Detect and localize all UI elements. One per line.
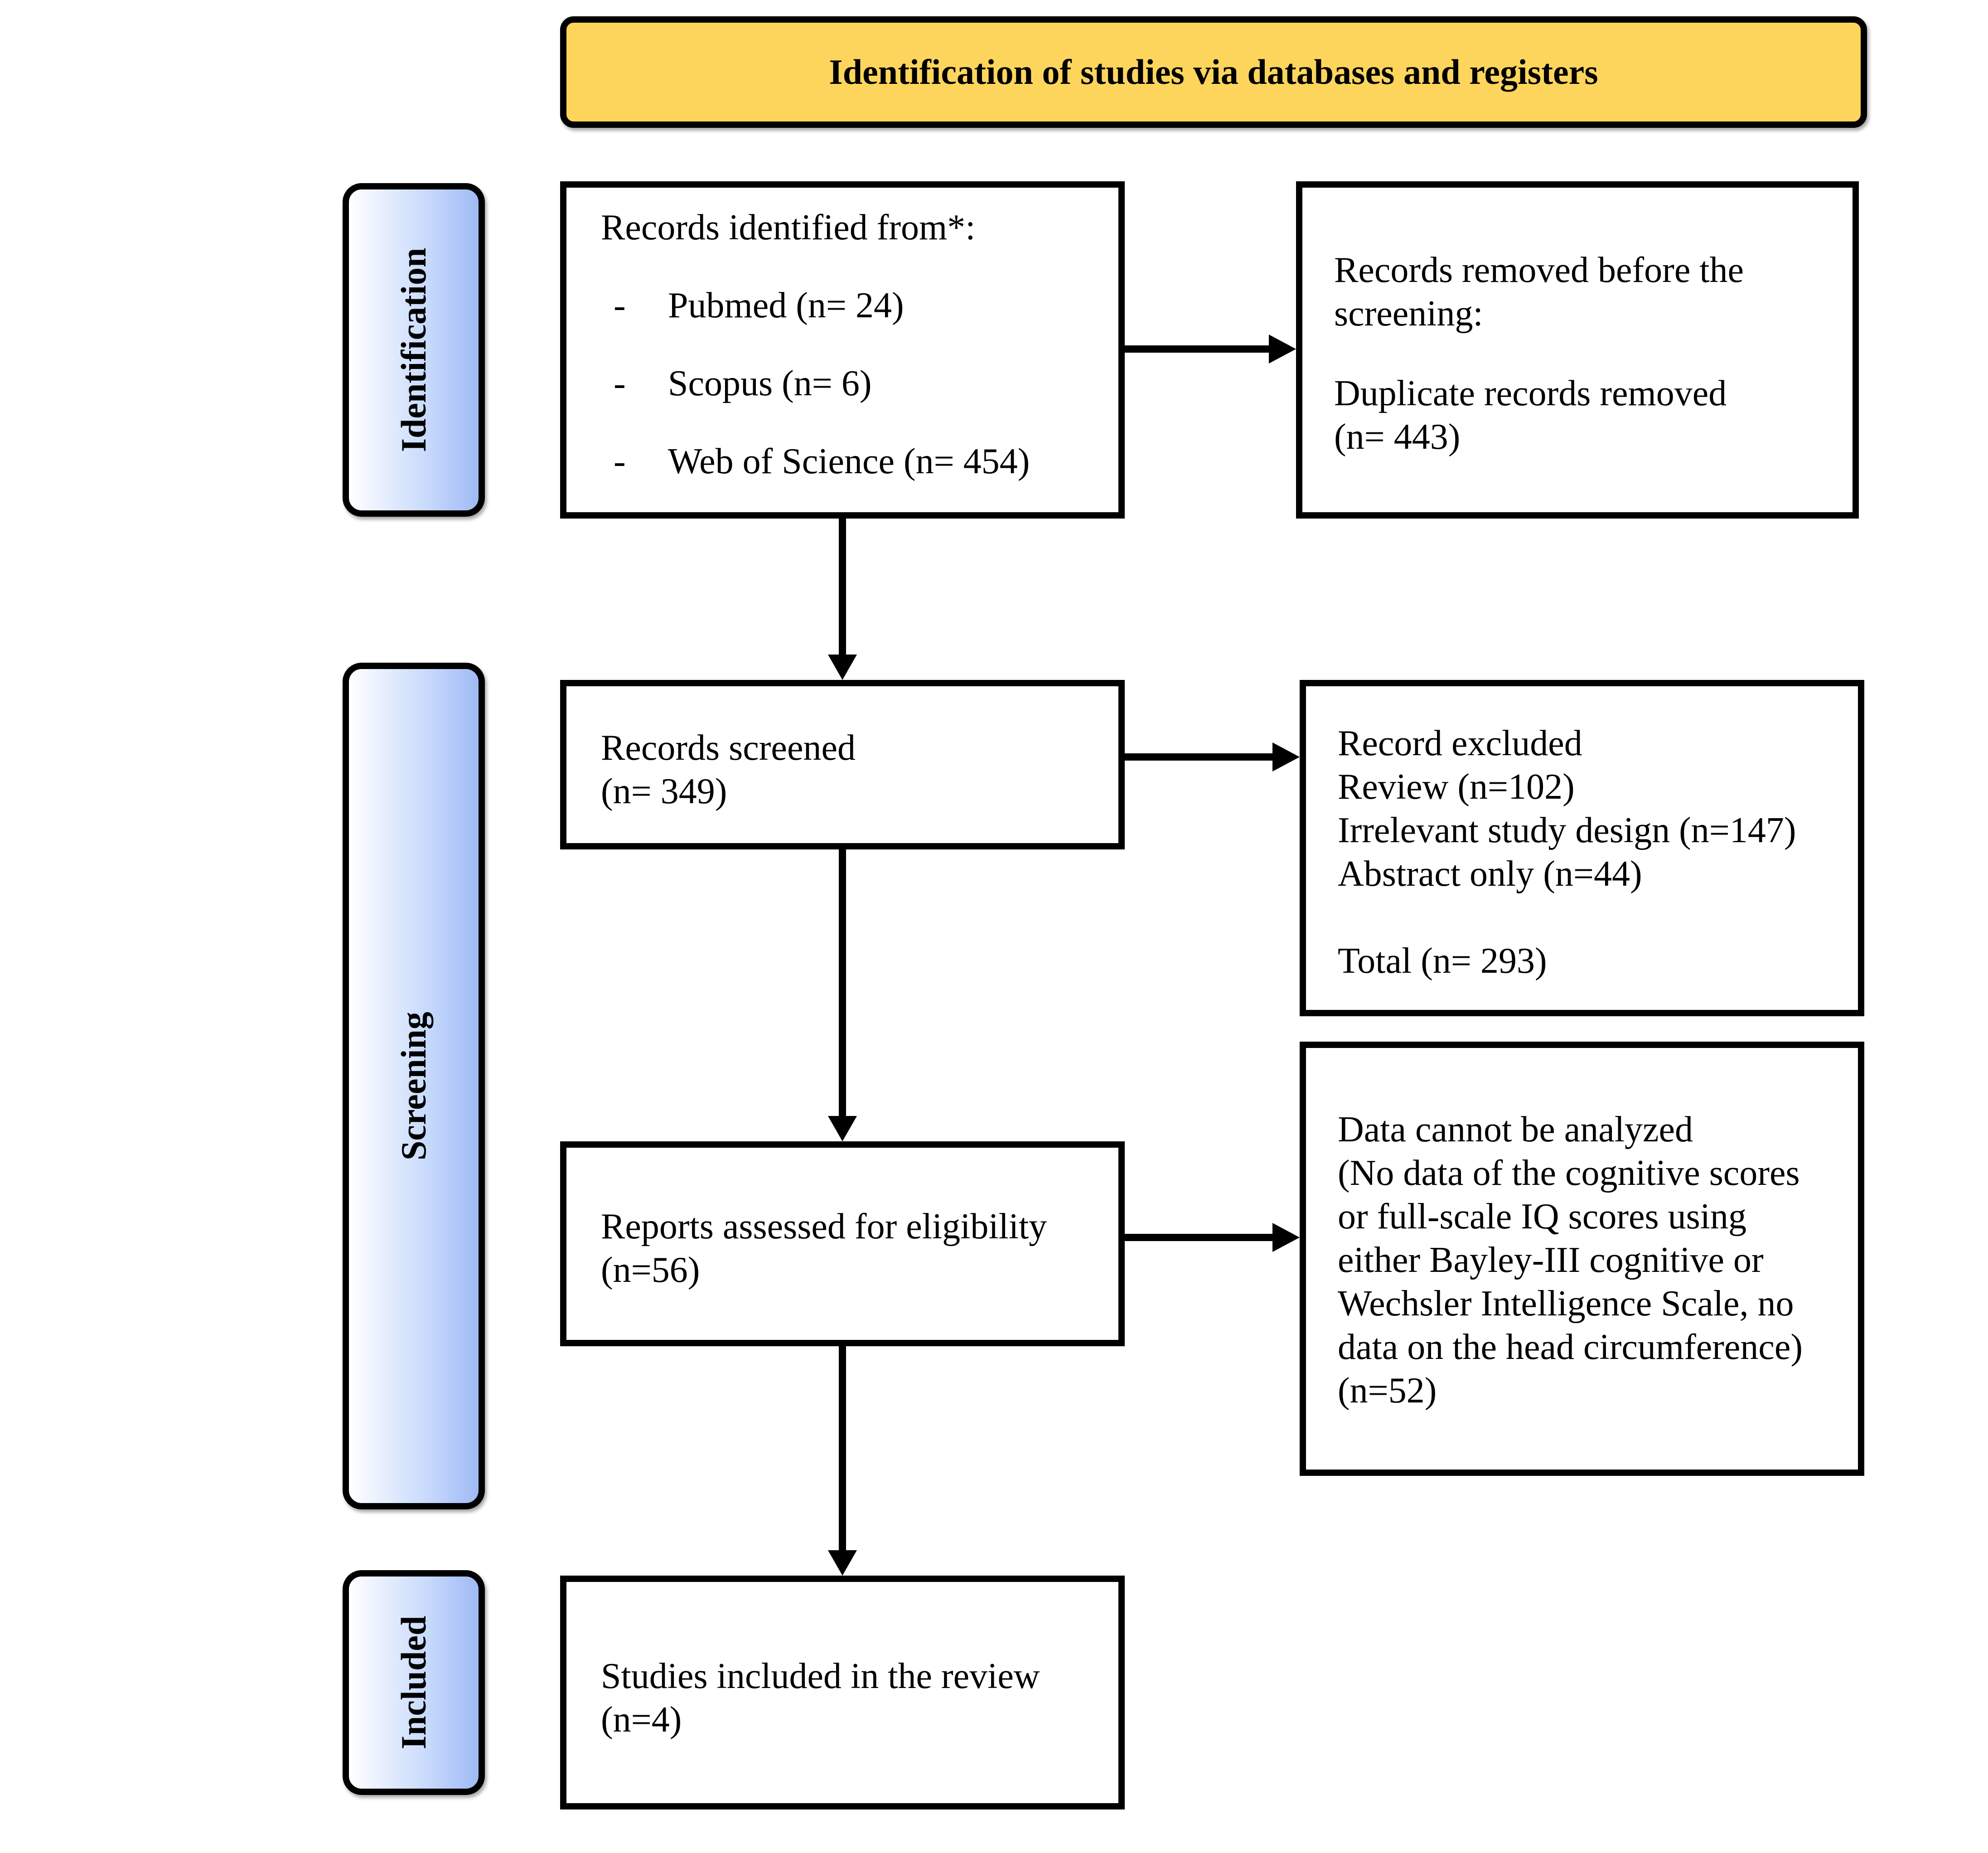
records-screened-label: Records screened	[601, 728, 856, 768]
records-excluded-line: Record excluded	[1338, 723, 1582, 763]
arrowhead-right	[1269, 335, 1296, 364]
data-not-analyzed-box: Data cannot be analyzed (No data of the …	[1300, 1042, 1864, 1476]
studies-included-label: Studies included in the review	[601, 1656, 1040, 1696]
header-banner: Identification of studies via databases …	[560, 16, 1867, 128]
studies-included-box: Studies included in the review (n=4)	[560, 1576, 1125, 1809]
data-not-analyzed-line: data on the head circumference)	[1338, 1327, 1803, 1367]
stage-identification: Identification	[343, 183, 485, 517]
data-not-analyzed-line: (No data of the cognitive scores	[1338, 1153, 1800, 1193]
source-bullet: -	[614, 364, 626, 403]
data-not-analyzed-line: Data cannot be analyzed	[1338, 1110, 1693, 1150]
arrowhead-down	[828, 655, 857, 680]
reports-assessed-box: Reports assessed for eligibility (n=56)	[560, 1141, 1125, 1346]
arrowhead-down	[828, 1116, 857, 1141]
reports-assessed-label: Reports assessed for eligibility	[601, 1207, 1047, 1247]
source-bullet: -	[614, 286, 626, 325]
records-excluded-line: Irrelevant study design (n=147)	[1338, 810, 1796, 850]
records-excluded-box: Record excluded Review (n=102) Irrelevan…	[1300, 680, 1864, 1016]
source-bullet: -	[614, 441, 626, 481]
records-excluded-line: Review (n=102)	[1338, 767, 1575, 807]
source-web-of-science: Web of Science (n= 454)	[668, 441, 1030, 481]
records-excluded-total: Total (n= 293)	[1338, 941, 1547, 981]
data-not-analyzed-line: or full-scale IQ scores using	[1338, 1197, 1746, 1237]
data-not-analyzed-line: either Bayley-III cognitive or	[1338, 1240, 1764, 1280]
stage-included: Included	[343, 1570, 485, 1795]
arrowhead-right	[1272, 1223, 1300, 1252]
stage-screening: Screening	[343, 663, 485, 1509]
records-removed-line: Duplicate records removed	[1334, 374, 1727, 413]
records-removed-line: Records removed before the	[1334, 250, 1744, 290]
records-identified-heading: Records identified from*:	[601, 208, 976, 247]
records-identified-box: Records identified from*: - Pubmed (n= 2…	[560, 181, 1125, 519]
records-removed-count: (n= 443)	[1334, 417, 1461, 457]
records-screened-box: Records screened (n= 349)	[560, 680, 1125, 849]
header-title: Identification of studies via databases …	[829, 52, 1598, 92]
data-not-analyzed-line: Wechsler Intelligence Scale, no	[1338, 1284, 1794, 1324]
source-pubmed: Pubmed (n= 24)	[668, 286, 904, 325]
arrowhead-right	[1272, 742, 1300, 771]
reports-assessed-count: (n=56)	[601, 1250, 700, 1290]
records-screened-count: (n= 349)	[601, 771, 727, 811]
records-removed-box: Records removed before the screening: Du…	[1296, 181, 1859, 519]
records-excluded-line: Abstract only (n=44)	[1338, 854, 1642, 894]
source-scopus: Scopus (n= 6)	[668, 364, 872, 403]
arrowhead-down	[828, 1550, 857, 1576]
studies-included-count: (n=4)	[601, 1700, 682, 1740]
records-removed-line: screening:	[1334, 294, 1483, 334]
data-not-analyzed-count: (n=52)	[1338, 1371, 1437, 1411]
